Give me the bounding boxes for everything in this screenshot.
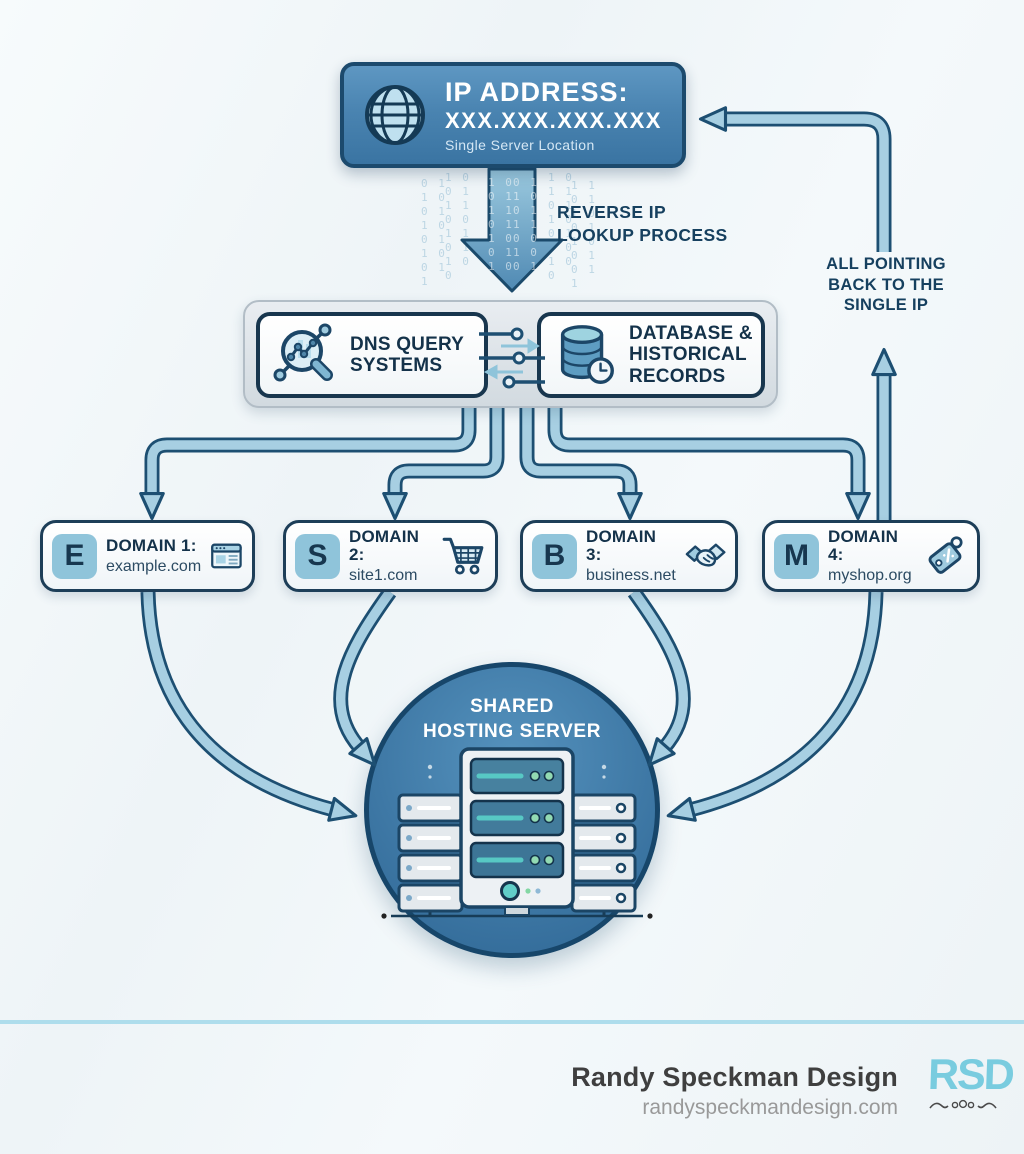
ip-value: XXX.XXX.XXX.XXX	[445, 107, 662, 133]
arrow-domain4-to-server	[666, 591, 884, 822]
domain-box-4: M DOMAIN 4: myshop.org	[762, 520, 980, 592]
reverse-lookup-label: REVERSE IP LOOKUP PROCESS	[557, 202, 728, 245]
database-records-card: DATABASE & HISTORICAL RECORDS	[537, 312, 765, 398]
domain4-title: DOMAIN 4:	[828, 527, 899, 565]
domain4-host: myshop.org	[828, 566, 912, 584]
arrow-note-to-ip	[698, 106, 892, 252]
binary-rain: 1 0 1 1 0 1 1 0 0 1 0 0 1 0 0	[548, 171, 574, 282]
domain1-host: example.com	[106, 557, 202, 575]
brand-name: Randy Speckman Design	[571, 1062, 898, 1092]
server-rack-icon	[381, 747, 653, 919]
database-records-label: DATABASE & HISTORICAL RECORDS	[629, 323, 753, 387]
globe-icon	[365, 85, 425, 145]
footer-divider	[0, 1020, 1024, 1024]
tag-icon	[928, 536, 963, 574]
arrow-band-to-domain2	[382, 408, 505, 521]
domain-box-3: B DOMAIN 3: business.net	[520, 520, 738, 592]
database-clock-icon	[560, 325, 614, 384]
browser-icon	[211, 543, 242, 569]
domain-box-2: S DOMAIN 2: site1.com	[283, 520, 498, 592]
rsd-logo-text: RSD	[927, 1051, 1014, 1099]
dns-query-card: DNS QUERY SYSTEMS	[256, 312, 488, 398]
logo-flourish-icon	[929, 1099, 997, 1109]
ip-address-box: IP ADDRESS: XXX.XXX.XXX.XXX Single Serve…	[340, 62, 686, 168]
lookup-systems-band: DNS QUERY SYSTEMS DATABASE & HISTORICAL …	[243, 300, 778, 408]
binary-rain: 0 1 1 0 0 1 1 0 0 1 1 0 0 1 1	[421, 177, 447, 288]
domain2-title: DOMAIN 2:	[349, 527, 420, 565]
arrow-band-to-domain4	[547, 408, 871, 521]
handshake-icon	[685, 543, 726, 567]
binary-rain: 1 0 0 1 1 1 0 0 1 1 0 1 1 0 0	[445, 171, 471, 282]
brand-website: randyspeckmandesign.com	[642, 1096, 898, 1119]
dns-query-label: DNS QUERY SYSTEMS	[350, 333, 465, 376]
arrow-ip-to-band	[460, 167, 564, 293]
rsd-logo: RSD	[927, 1051, 1014, 1118]
arrow-band-to-domain1	[139, 408, 477, 521]
domain1-badge: E	[52, 533, 97, 579]
domain1-title: DOMAIN 1:	[106, 536, 197, 556]
connector-arrows	[139, 106, 897, 822]
arrow-domain1-to-server	[140, 591, 358, 822]
arrow-band-to-domain3	[519, 408, 643, 521]
arrow-domain3-to-server	[627, 587, 691, 767]
circuit-traces-icon	[479, 327, 545, 389]
ip-subtitle: Single Server Location	[445, 136, 595, 153]
domain3-host: business.net	[586, 566, 676, 584]
domain4-badge: M	[774, 533, 819, 579]
cart-icon	[442, 537, 484, 575]
footer-brand: Randy Speckman Design randyspeckmandesig…	[571, 1062, 898, 1120]
binary-rain: 1 1 0 1 1 0 0 1 1 0 0 1 0 1 1	[571, 179, 597, 290]
domain2-host: site1.com	[349, 566, 418, 584]
arrow-domain2-to-server	[333, 587, 397, 767]
ip-title: IP ADDRESS:	[445, 76, 629, 107]
domain3-badge: B	[532, 533, 577, 579]
domain-box-1: E DOMAIN 1: example.com	[40, 520, 255, 592]
binary-rain: 1 0 0 1 1 1 0 1 1 0 0 1 1 0	[488, 176, 514, 273]
binary-rain: 0 1 1 0 0 1 1 1 0 0 1 0 0 1	[513, 176, 539, 273]
server-title: SHARED HOSTING SERVER	[422, 696, 602, 742]
dns-search-icon	[273, 323, 333, 382]
domain3-title: DOMAIN 3:	[586, 527, 657, 565]
domain2-badge: S	[295, 533, 340, 579]
shared-hosting-server: SHARED HOSTING SERVER	[364, 662, 660, 958]
all-pointing-note: ALL POINTING BACK TO THE SINGLE IP	[826, 255, 946, 315]
